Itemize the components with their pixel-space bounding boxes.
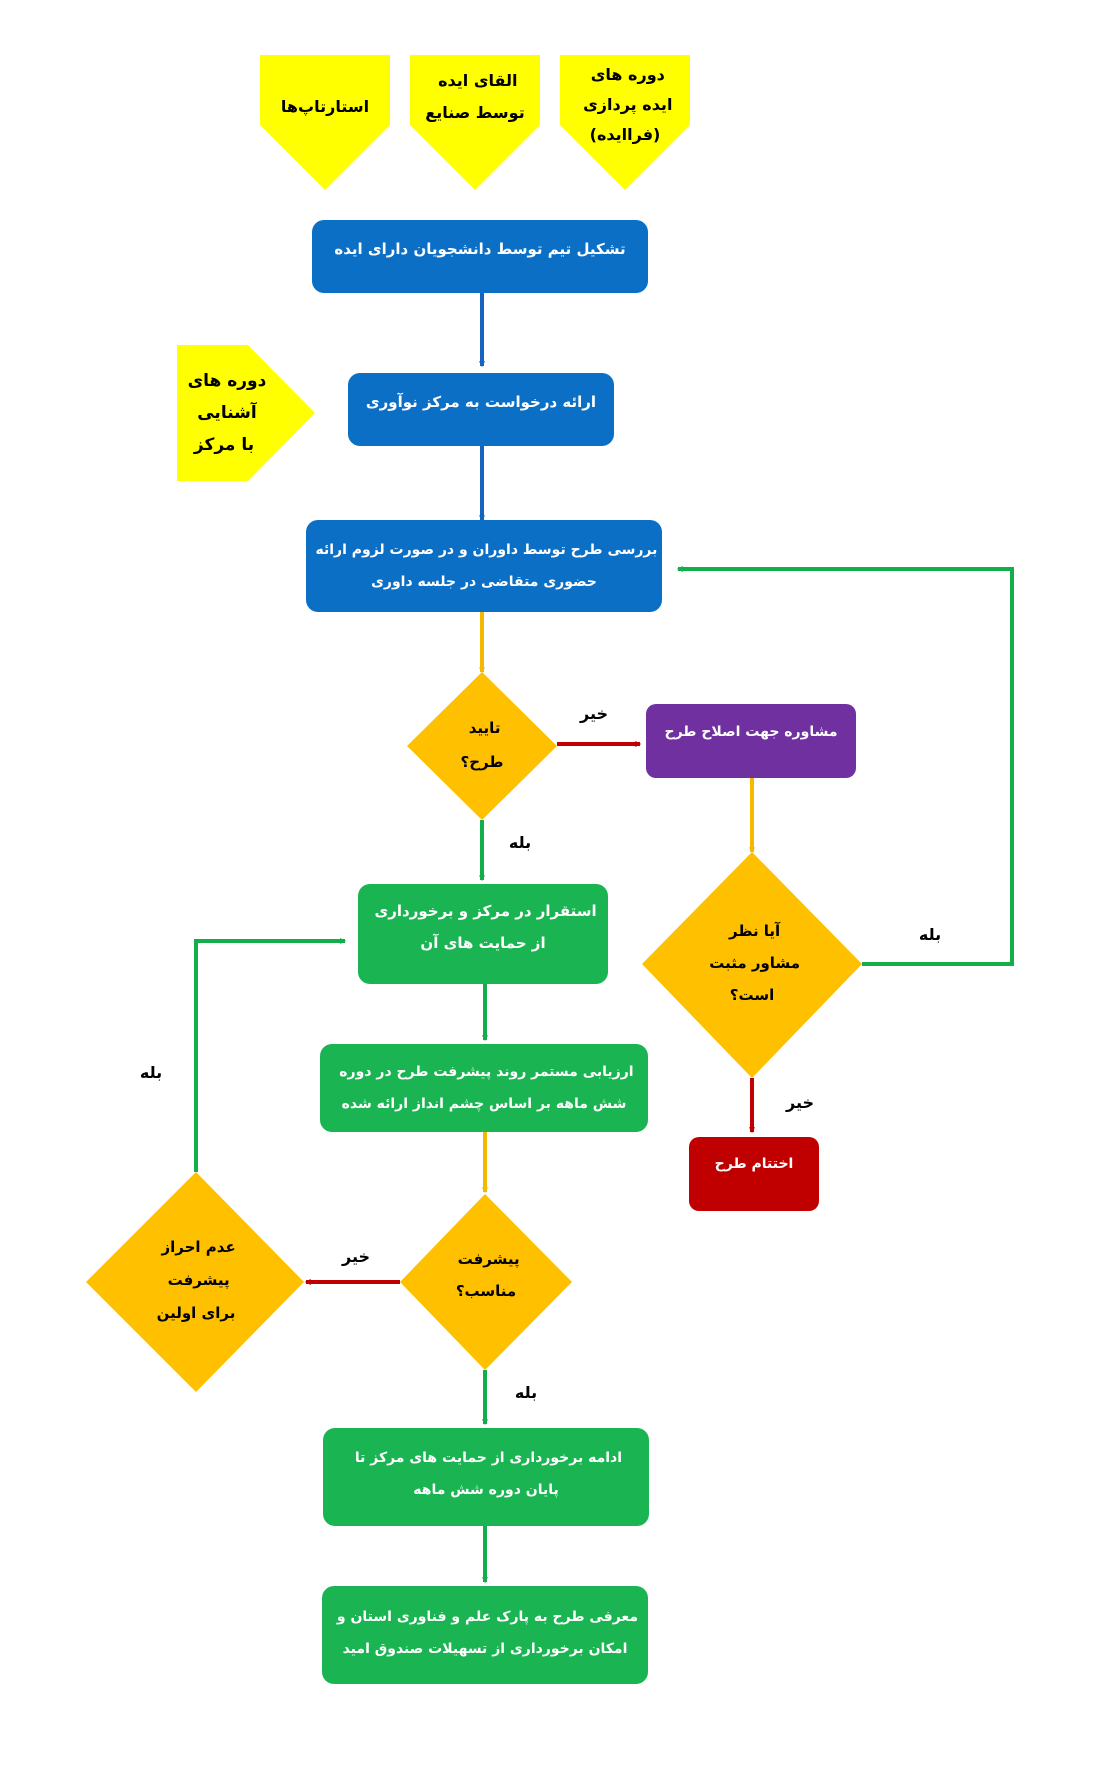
step-request-label: ارائه درخواست به مرکز نوآوری <box>366 393 596 411</box>
step-introduce-label: معرفی طرح به پارک علم و فناوری استان و ا… <box>332 1609 638 1657</box>
labels: استارتاپ‌ها القای ایده توسط صنایع دوره ه… <box>140 65 941 1657</box>
step-settle-label: استقرار در مرکز و برخورداری از حمایت های… <box>369 902 596 952</box>
step-settle <box>358 884 608 984</box>
input-ideation-courses <box>560 55 690 190</box>
arrow-advisor-yes-loop <box>676 566 1014 966</box>
decision-progress-label: پیشرفت مناسب؟ <box>452 1250 519 1300</box>
edge-label-advisor-yes: بله <box>919 925 941 944</box>
step-introduce <box>322 1586 648 1684</box>
decision-advisor-label: آیا نظر مشاور مثبت است؟ <box>704 922 800 1004</box>
edge-label-approve-no: خیر <box>579 704 608 723</box>
step-consult <box>646 704 856 778</box>
step-team-label: تشکیل تیم توسط دانشجویان دارای ایده <box>334 240 625 258</box>
input-orientation-courses-label: دوره های آشنایی با مرکز <box>182 371 267 455</box>
shapes <box>86 55 862 1684</box>
decision-no-progress-label: عدم احراز پیشرفت برای اولین <box>156 1238 235 1322</box>
step-evaluate <box>320 1044 648 1132</box>
step-continue <box>323 1428 649 1526</box>
decision-progress <box>400 1194 572 1370</box>
input-industry-ideas <box>410 55 540 190</box>
edge-label-progress-no: خیر <box>341 1247 370 1266</box>
edge-label-approve-yes: بله <box>509 833 531 852</box>
input-startups-label: استارتاپ‌ها <box>281 97 369 117</box>
edge-label-noprogress-yes: بله <box>140 1063 162 1082</box>
step-request <box>348 373 614 446</box>
step-team <box>312 220 648 293</box>
input-startups <box>260 55 390 190</box>
step-evaluate-label: ارزیابی مستمر روند پیشرفت طرح در دوره شش… <box>334 1064 633 1112</box>
step-continue-label: ادامه برخورداری از حمایت های مرکز تا پای… <box>350 1450 622 1498</box>
step-terminate-label: اختتام طرح <box>715 1156 794 1172</box>
edge-label-advisor-no: خیر <box>785 1093 814 1112</box>
input-ideation-courses-label: دوره های ایده پردازی (فراایده) <box>578 65 673 144</box>
input-orientation-courses <box>177 345 315 481</box>
decision-approve <box>407 672 557 820</box>
step-review-label: بررسی طرح توسط داوران و در صورت لزوم ارا… <box>311 542 658 590</box>
step-terminate <box>689 1137 819 1211</box>
input-industry-ideas-label: القای ایده توسط صنایع <box>425 71 524 122</box>
decision-no-progress <box>86 1172 304 1392</box>
step-review <box>306 520 662 612</box>
arrow-noprogress-yes-loop <box>194 938 347 1172</box>
decision-advisor <box>642 852 862 1078</box>
connectors <box>194 293 1014 1584</box>
decision-approve-label: تایید طرح؟ <box>461 719 504 771</box>
step-consult-label: مشاوره جهت اصلاح طرح <box>664 724 837 740</box>
edge-label-progress-yes: بله <box>515 1383 537 1402</box>
